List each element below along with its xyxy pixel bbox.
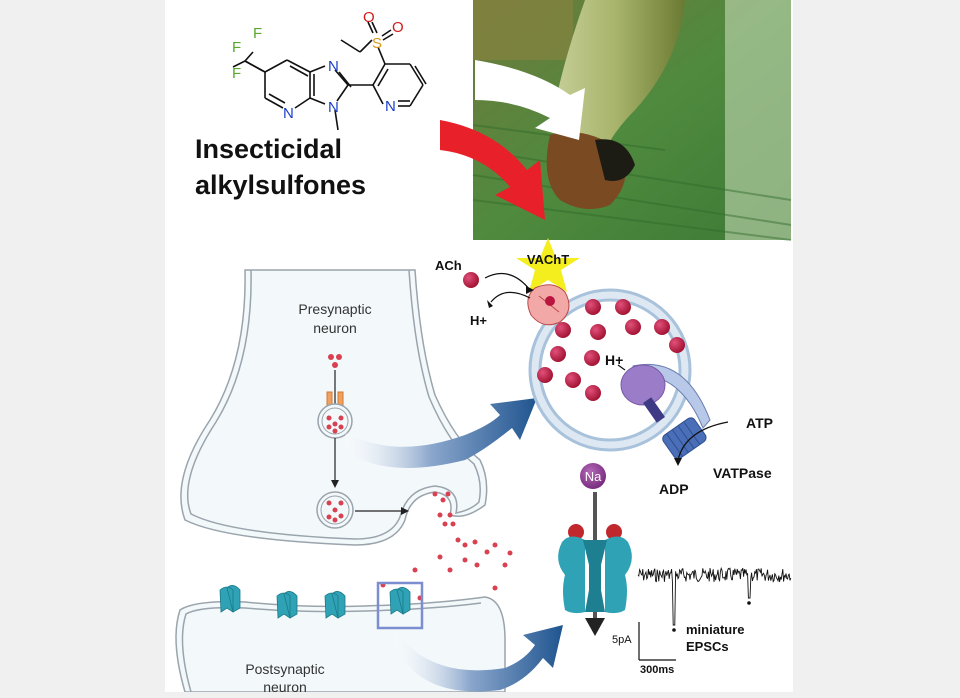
atom-o1: O bbox=[363, 9, 375, 26]
scale-x-label: 300ms bbox=[640, 664, 674, 676]
ach-molecule bbox=[463, 272, 479, 288]
na-ion bbox=[580, 463, 606, 489]
h-plus-vesicle-label: H+ bbox=[605, 352, 623, 368]
ach-label: ACh bbox=[435, 258, 462, 273]
molecule-structure bbox=[232, 21, 427, 131]
vesicle-2 bbox=[316, 491, 354, 529]
mepsc-label-line-2: EPSCs bbox=[686, 639, 729, 654]
receptor-highlight-box bbox=[376, 581, 424, 630]
blue-arrow-to-vesicle bbox=[345, 398, 537, 468]
atp-label: ATP bbox=[746, 415, 773, 431]
atom-n-pyridine: N bbox=[283, 105, 294, 122]
vatpase-pump bbox=[620, 364, 711, 460]
red-arrow bbox=[440, 120, 545, 220]
vacht-label: VAChT bbox=[527, 252, 569, 267]
atom-n-imidazole-top: N bbox=[328, 58, 339, 75]
figure-canvas: F F F N N N N S O O Insecticidal alkylsu… bbox=[165, 0, 793, 692]
adp-label: ADP bbox=[659, 481, 689, 497]
mepsc-marker-2 bbox=[747, 601, 751, 605]
atom-f3: F bbox=[232, 65, 241, 82]
postsynaptic-label-line-1: Postsynaptic bbox=[245, 661, 324, 677]
blue-arrow-to-channel bbox=[395, 625, 563, 692]
vacht-star bbox=[516, 238, 580, 292]
released-ach bbox=[380, 491, 513, 601]
receptors-row bbox=[219, 585, 411, 619]
scale-y-label: 5pA bbox=[612, 634, 632, 646]
na-label: Na bbox=[585, 469, 602, 484]
title-line-1: Insecticidal bbox=[195, 134, 342, 164]
h-plus-left-label: H+ bbox=[470, 313, 487, 328]
presynaptic-label-line-1: Presynaptic bbox=[298, 301, 371, 317]
mepsc-marker-1 bbox=[672, 628, 676, 632]
postsynaptic-label-line-2: neuron bbox=[263, 679, 307, 692]
molecule-atom-labels: F F F N N N N S O O bbox=[232, 9, 404, 122]
ach-molecules-incoming bbox=[328, 354, 342, 368]
epsc-trace bbox=[637, 566, 792, 626]
atom-n-pyridine2: N bbox=[385, 98, 396, 115]
title-line-2: alkylsulfones bbox=[195, 170, 366, 200]
atom-f2: F bbox=[232, 39, 241, 56]
sodium-channel bbox=[558, 524, 632, 614]
atom-s: S bbox=[372, 35, 382, 52]
mepsc-label-line-1: miniature bbox=[686, 622, 745, 637]
atom-n-imidazole-bottom: N bbox=[328, 99, 339, 116]
vesicle-1 bbox=[317, 403, 353, 439]
presynaptic-label-line-2: neuron bbox=[313, 320, 357, 336]
ion-flow-arrowhead bbox=[585, 618, 605, 636]
atom-f1: F bbox=[253, 25, 262, 42]
vatpase-label: VATPase bbox=[713, 465, 772, 481]
diagram-svg: F F F N N N N S O O Insecticidal alkylsu… bbox=[175, 0, 792, 692]
atom-o2: O bbox=[392, 19, 404, 36]
vacht-transporter bbox=[527, 284, 570, 326]
